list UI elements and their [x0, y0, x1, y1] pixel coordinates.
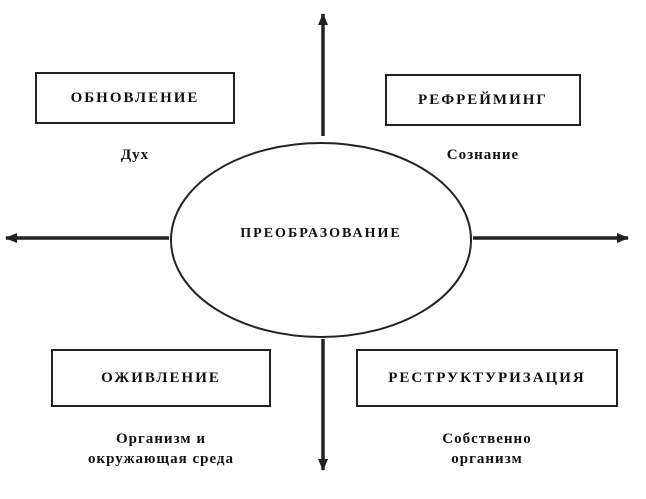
box-revival: ОЖИВЛЕНИЕ [51, 349, 271, 407]
box-restructuring: РЕСТРУКТУРИЗАЦИЯ [356, 349, 618, 407]
caption-organism-environment-line2: окружающая среда [87, 451, 234, 467]
caption-spirit: Дух [120, 147, 150, 163]
box-renewal: ОБНОВЛЕНИЕ [35, 72, 235, 124]
caption-organism-environment-line1: Организм и [115, 431, 207, 447]
caption-organism-itself-line2: организм [451, 451, 523, 467]
caption-organism-environment: Организм и окружающая среда [51, 429, 271, 469]
caption-consciousness: Сознание [446, 147, 520, 163]
caption-organism-itself-line1: Собственно [442, 431, 532, 447]
caption-organism-itself: Собственно организм [356, 429, 618, 469]
central-ellipse [170, 142, 472, 338]
box-reframing: РЕФРЕЙМИНГ [385, 74, 581, 126]
center-label: ПРЕОБРАЗОВАНИЕ [240, 226, 402, 241]
